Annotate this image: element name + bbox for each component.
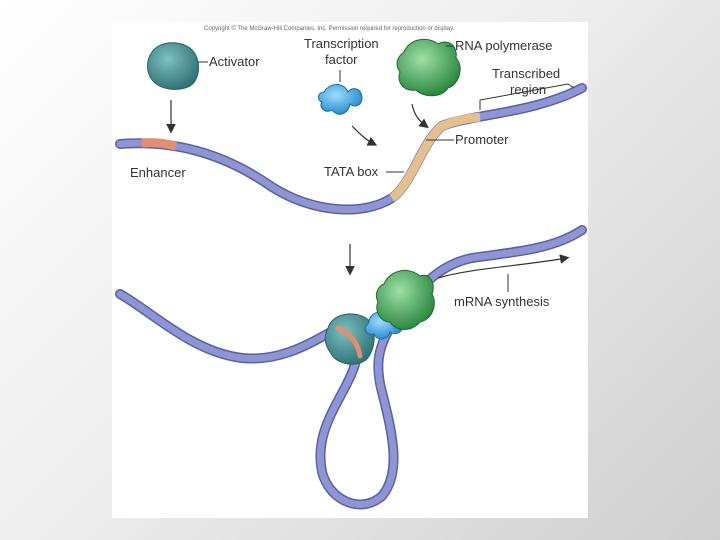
transcribed-region-label-line2: region — [510, 82, 546, 97]
transcription-factor-label-line1: Transcription — [304, 36, 379, 51]
mrna-synthesis-arrow — [437, 254, 570, 279]
tata-box-label: TATA box — [324, 164, 379, 179]
rna-polymerase-label: RNA polymerase — [455, 38, 553, 53]
rna-polymerase-arrow — [411, 103, 429, 129]
activator-label: Activator — [209, 54, 260, 69]
enhancer-segment — [141, 138, 178, 151]
transcription-factor-arrow — [351, 125, 378, 146]
transcription-factor-label-line2: factor — [325, 52, 358, 67]
transcription-diagram: Copyright © The McGraw-Hill Companies, I… — [115, 25, 587, 510]
bound-rna-polymerase-protein — [375, 269, 435, 330]
bottom-dna-loop — [115, 225, 587, 510]
promoter-segment — [389, 112, 481, 202]
enhancer-label: Enhancer — [130, 165, 186, 180]
mrna-synthesis-label: mRNA synthesis — [454, 294, 550, 309]
rna-polymerase-protein — [396, 38, 461, 97]
diagram-figure: Copyright © The McGraw-Hill Companies, I… — [112, 22, 588, 518]
transcribed-region-label-line1: Transcribed — [492, 66, 560, 81]
copyright-notice: Copyright © The McGraw-Hill Companies, I… — [204, 25, 455, 32]
bound-enhancer-segment — [335, 325, 363, 359]
top-dna-strand — [115, 83, 587, 215]
transcription-factor-protein — [317, 84, 363, 115]
promoter-label: Promoter — [455, 132, 509, 147]
activator-protein — [147, 42, 199, 90]
transcribed-region-bracket — [479, 83, 575, 110]
